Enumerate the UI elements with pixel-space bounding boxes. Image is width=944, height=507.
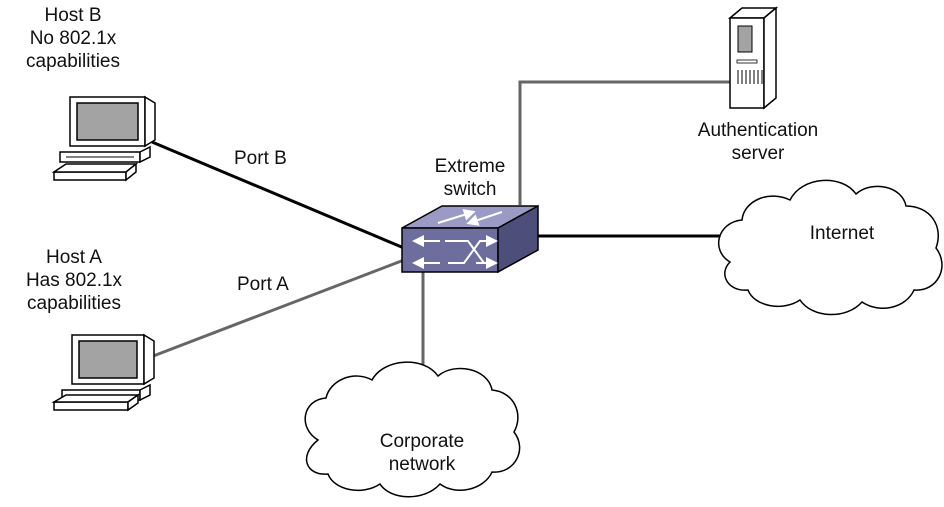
port-a-label: Port A — [237, 273, 289, 296]
host-b-label-line-1: Host B — [44, 5, 102, 26]
port-b-label-text: Port B — [234, 148, 287, 169]
link-host-b-to-switch — [151, 140, 405, 250]
auth-server-label: Authentication server — [676, 119, 840, 165]
link-switch-to-auth-server — [518, 80, 730, 205]
host-a-label-line-3: capabilities — [27, 293, 121, 314]
host-b-label-line-3: capabilities — [26, 51, 120, 72]
internet-label: Internet — [800, 222, 884, 245]
authentication-server-icon — [727, 6, 779, 110]
auth-server-label-line-2: server — [731, 143, 785, 164]
host-b-label: Host B No 802.1x capabilities — [18, 4, 128, 73]
corporate-network-label-line-1: Corporate — [379, 431, 465, 452]
auth-server-label-line-1: Authentication — [697, 120, 819, 141]
switch-label: Extreme switch — [418, 155, 522, 201]
host-b-computer-icon — [51, 95, 156, 182]
link-host-a-to-switch — [147, 258, 405, 360]
corporate-network-label-line-2: network — [388, 454, 456, 475]
switch-label-line-1: Extreme — [434, 156, 506, 177]
switch-label-line-2: switch — [443, 179, 497, 200]
internet-cloud-icon — [718, 179, 943, 316]
host-b-label-line-2: No 802.1x — [29, 28, 117, 49]
host-a-computer-icon — [51, 333, 155, 412]
port-b-label: Port B — [234, 147, 287, 170]
extreme-switch-icon — [401, 204, 539, 274]
host-a-label: Host A Has 802.1x capabilities — [14, 246, 134, 315]
corporate-network-label: Corporate network — [362, 430, 482, 476]
host-a-label-line-1: Host A — [46, 247, 102, 268]
corporate-network-cloud-icon — [304, 361, 521, 498]
port-a-label-text: Port A — [237, 274, 289, 295]
host-a-label-line-2: Has 802.1x — [25, 270, 123, 291]
internet-label-text: Internet — [809, 223, 875, 244]
